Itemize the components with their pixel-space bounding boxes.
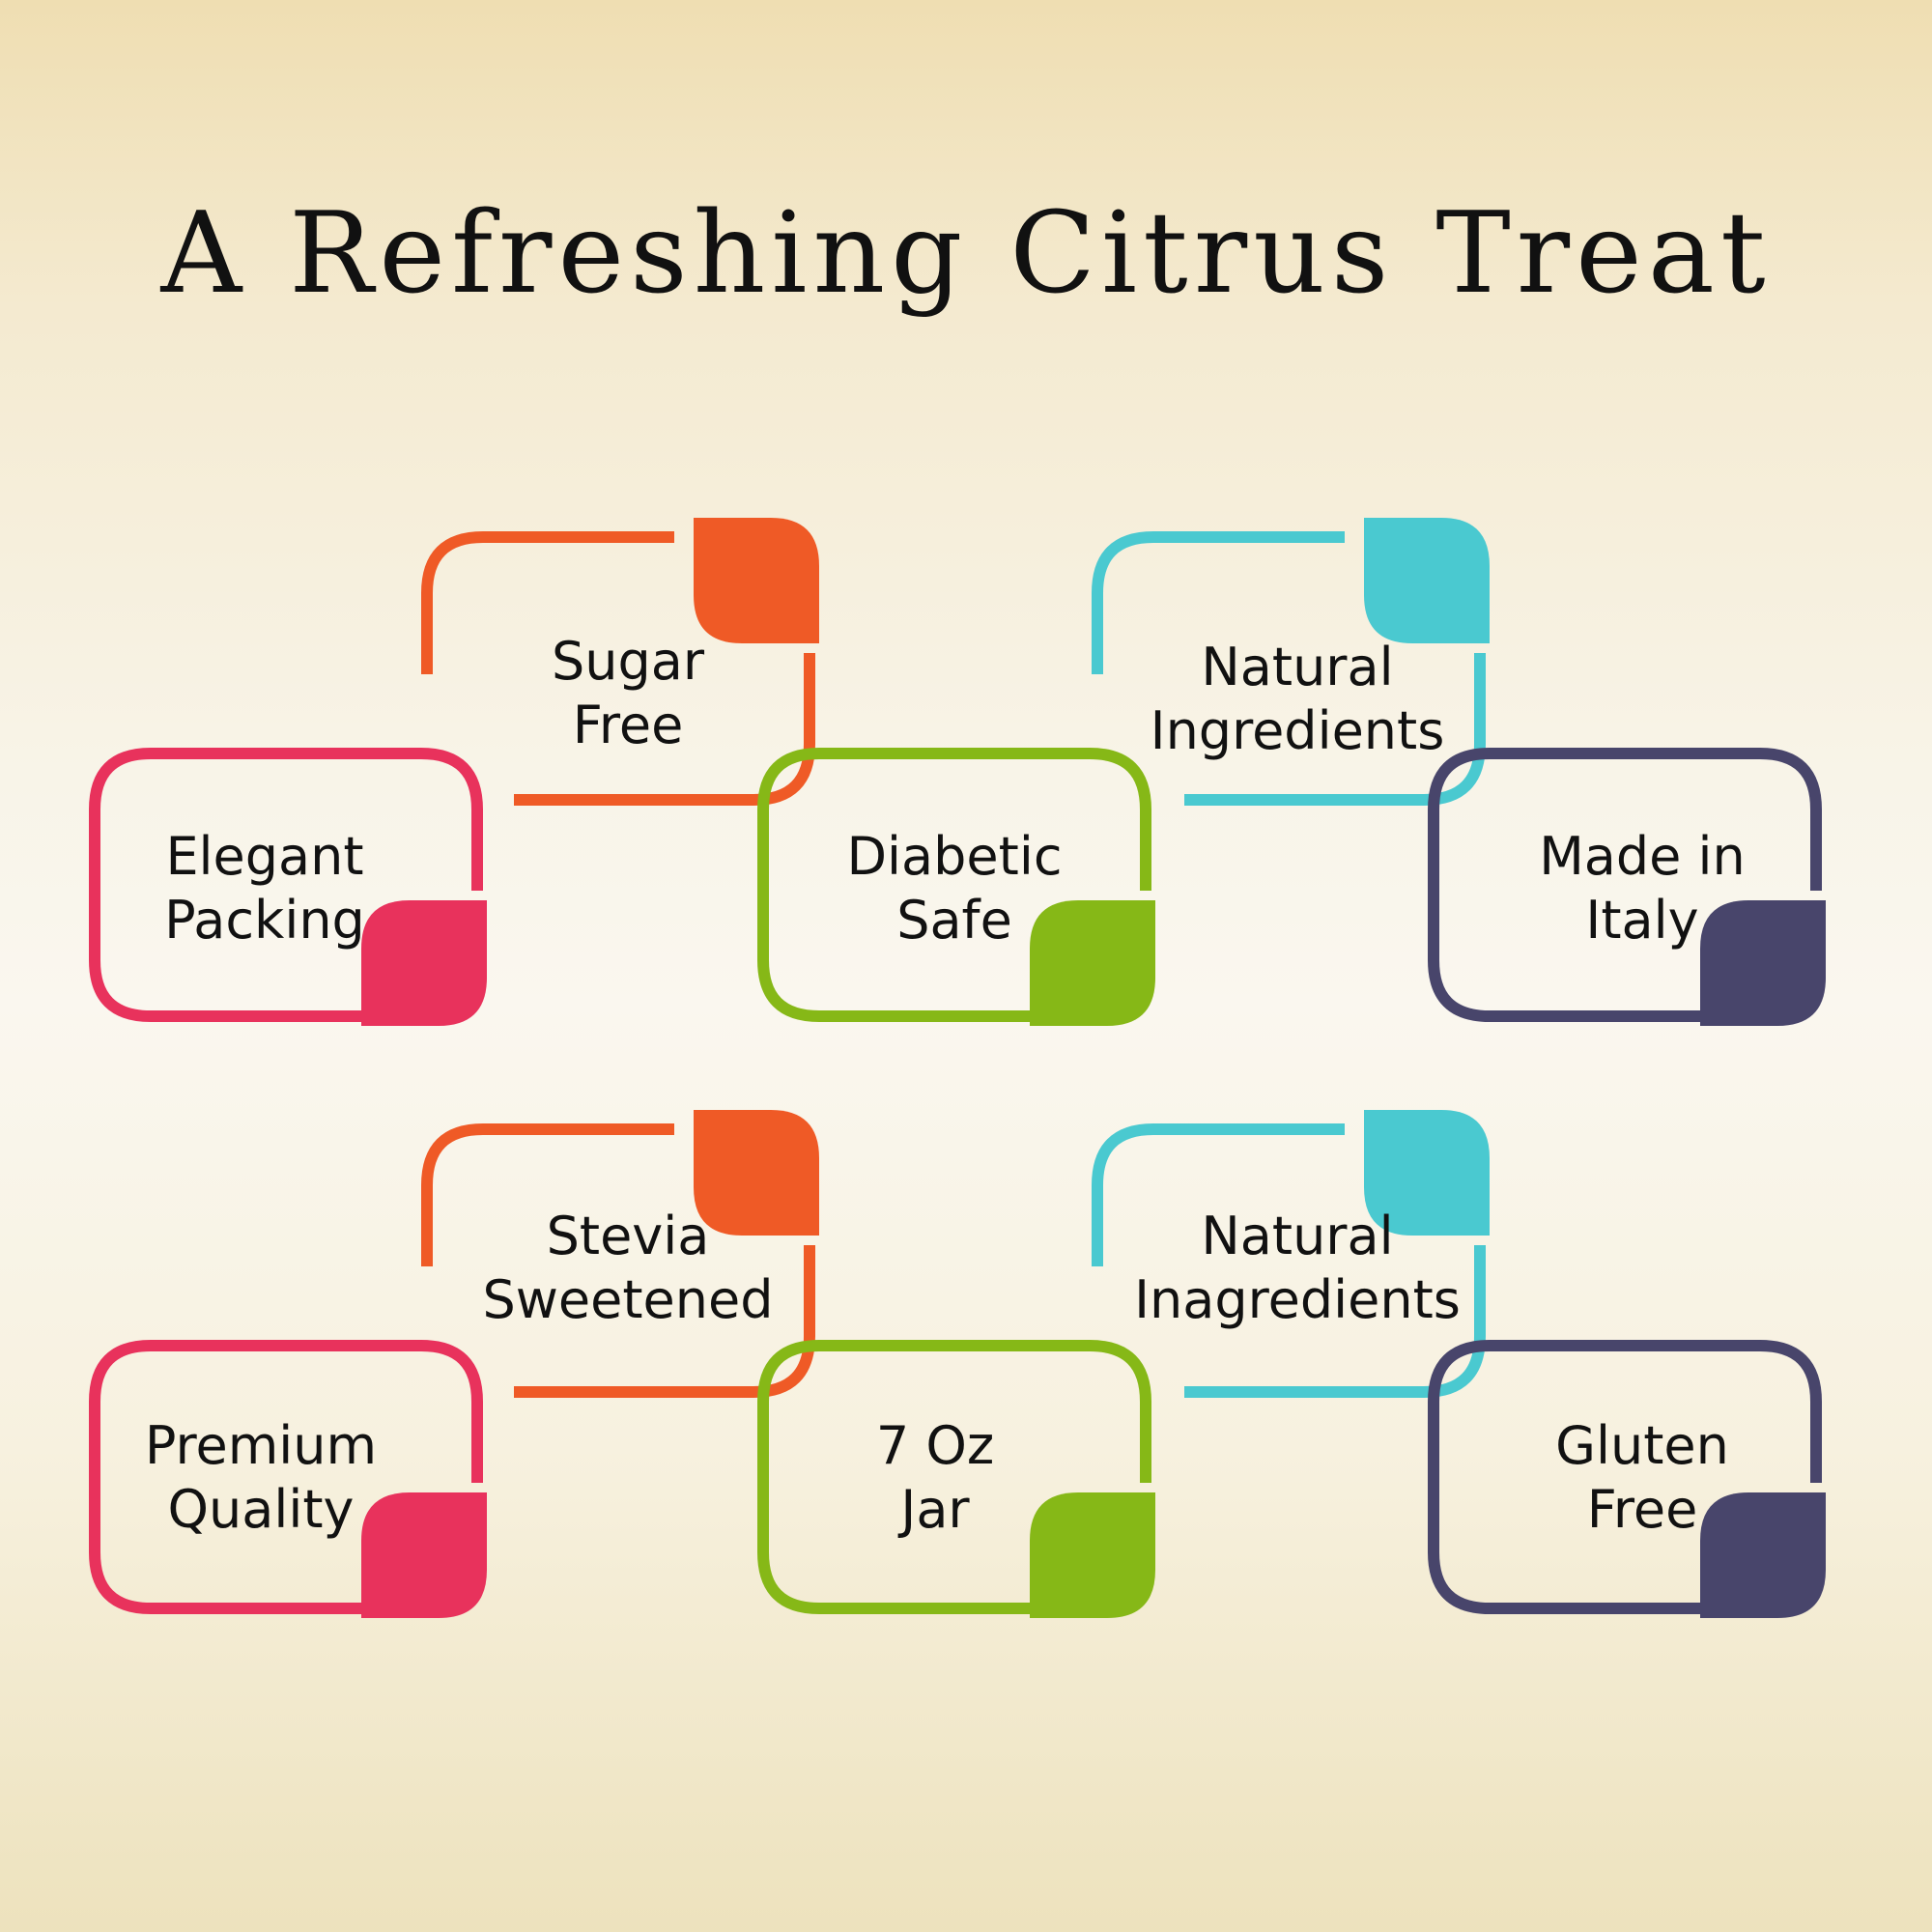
feature-label-line: Gluten: [1555, 1415, 1729, 1476]
feature-label-line: Made in: [1539, 826, 1746, 887]
card-outline: [757, 1340, 1151, 1614]
feature-label-line: Packing: [164, 890, 365, 951]
feature-label-line: 7 Oz: [876, 1415, 994, 1476]
page-title: A Refreshing Citrus Treat: [160, 188, 1772, 319]
leaf-badge-icon: [361, 900, 487, 1026]
leaf-badge-icon: [694, 1110, 819, 1236]
feature-label-line: Sugar: [552, 631, 705, 692]
feature-label-line: Natural: [1201, 1206, 1393, 1266]
feature-label-line: Natural: [1201, 637, 1393, 697]
feature-label-line: Inagredients: [1134, 1269, 1461, 1330]
feature-label-line: Quality: [168, 1479, 355, 1540]
leaf-badge-icon: [1364, 518, 1490, 643]
feature-label-line: Diabetic: [846, 826, 1062, 887]
leaf-badge-icon: [1030, 1492, 1155, 1618]
card-outline: [1428, 1340, 1822, 1614]
leaf-badge-icon: [1364, 1110, 1490, 1236]
feature-label-line: Safe: [896, 890, 1012, 951]
feature-label-line: Ingredients: [1151, 700, 1445, 761]
leaf-badge-icon: [694, 518, 819, 643]
leaf-badge-icon: [361, 1492, 487, 1618]
feature-label-line: Free: [1587, 1479, 1698, 1540]
feature-label-line: Italy: [1585, 890, 1698, 951]
feature-label-line: Elegant: [165, 826, 363, 887]
card-outline: [89, 748, 483, 1022]
leaf-badge-icon: [1700, 1492, 1826, 1618]
card-outline: [757, 748, 1151, 1022]
feature-label-line: Premium: [145, 1415, 377, 1476]
feature-label-line: Jar: [897, 1479, 970, 1540]
card-outline: [89, 1340, 483, 1614]
leaf-badge-icon: [1030, 900, 1155, 1026]
leaf-badge-icon: [1700, 900, 1826, 1026]
feature-label-line: Stevia: [547, 1206, 710, 1266]
feature-label-line: Free: [573, 695, 684, 755]
card-outline: [1428, 748, 1822, 1022]
feature-label-line: Sweetened: [482, 1269, 773, 1330]
